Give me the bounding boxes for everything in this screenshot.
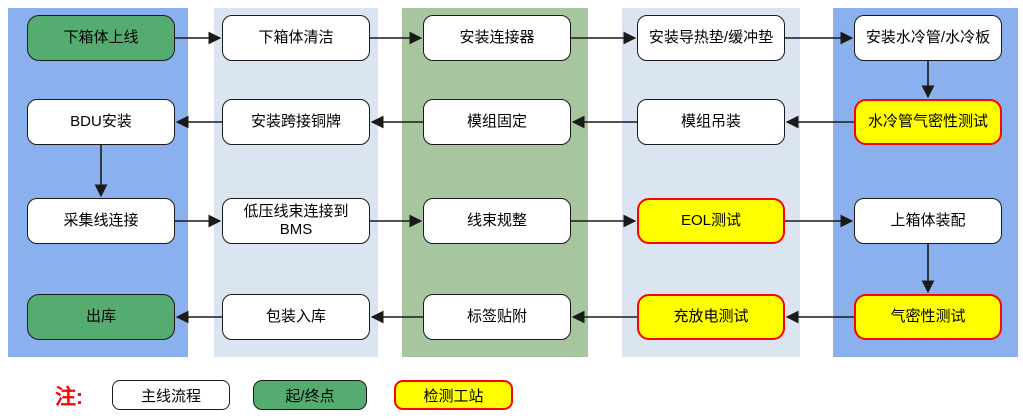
- flow-node: 采集线连接: [27, 198, 175, 244]
- flow-node: 安装连接器: [423, 15, 571, 61]
- flow-node: 标签贴附: [423, 294, 571, 340]
- flow-node-test: 气密性测试: [854, 294, 1002, 340]
- flow-node: 安装水冷管/水冷板: [854, 15, 1002, 61]
- flow-node-test: 水冷管气密性测试: [854, 99, 1002, 145]
- legend-test-station: 检测工站: [394, 380, 513, 410]
- flow-node-end: 出库: [27, 294, 175, 340]
- legend-start-end: 起/终点: [253, 380, 367, 410]
- flow-node: 下箱体清洁: [222, 15, 370, 61]
- flow-node: 线束规整: [423, 198, 571, 244]
- legend-note-label: 注:: [55, 386, 83, 409]
- flow-node: 模组固定: [423, 99, 571, 145]
- flow-node-test: EOL测试: [637, 198, 785, 244]
- flow-node: 安装跨接铜牌: [222, 99, 370, 145]
- legend-main-process: 主线流程: [112, 380, 230, 410]
- flow-node-start: 下箱体上线: [27, 15, 175, 61]
- flow-node: 低压线束连接到BMS: [222, 198, 370, 244]
- flow-node: 模组吊装: [637, 99, 785, 145]
- flow-node: 安装导热垫/缓冲垫: [637, 15, 785, 61]
- flow-node: BDU安装: [27, 99, 175, 145]
- flow-node: 上箱体装配: [854, 198, 1002, 244]
- flow-node-test: 充放电测试: [637, 294, 785, 340]
- flow-node: 包装入库: [222, 294, 370, 340]
